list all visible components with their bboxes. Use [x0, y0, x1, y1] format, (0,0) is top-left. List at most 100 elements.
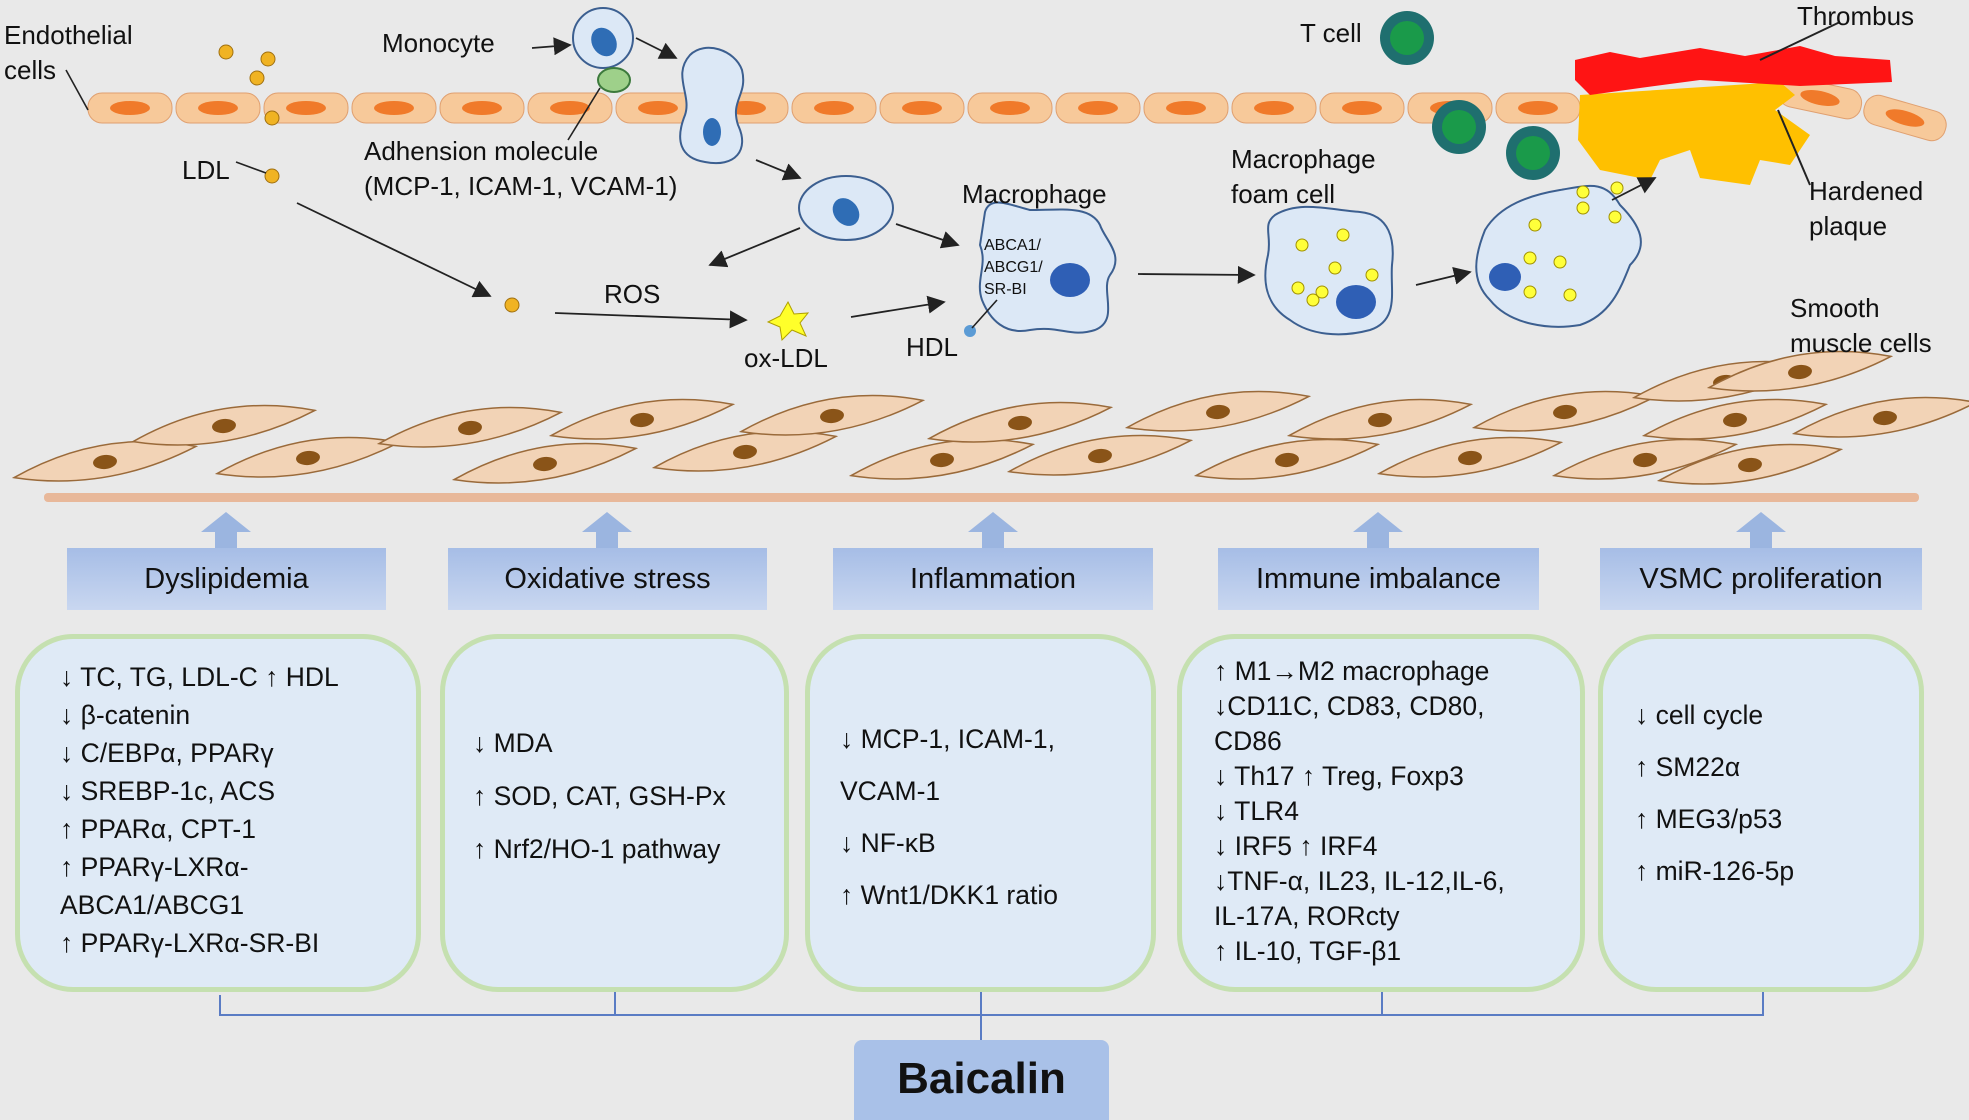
smooth-muscle-cell — [214, 436, 402, 478]
connector-line — [219, 1014, 1764, 1016]
label-foam-cell-1: Macrophage — [1231, 144, 1376, 174]
process-arrows — [296, 37, 1657, 329]
endothelial-cell — [527, 92, 613, 124]
connector-stem — [980, 992, 982, 1040]
effect-item: VCAM-1 — [840, 776, 941, 806]
smooth-muscle-cell — [926, 401, 1114, 443]
up-arrow-icon — [201, 512, 251, 548]
smooth-muscle-cell — [451, 442, 639, 484]
endothelial-cell — [1143, 92, 1229, 124]
smooth-muscle-cell — [376, 406, 564, 448]
label-macrophage: Macrophage — [962, 179, 1107, 209]
smooth-muscle-cell — [1286, 398, 1474, 440]
label-monocyte: Monocyte — [382, 28, 495, 58]
smooth-muscle-cell — [1471, 390, 1659, 432]
foam-cell-icon — [1264, 181, 1642, 336]
smooth-muscle-cell — [1656, 443, 1844, 485]
connector-tick — [1762, 992, 1764, 1015]
category-effects-box: ↓ cell cycle ↑ SM22α ↑ MEG3/p53 ↑ miR-126-5… — [1598, 634, 1924, 992]
category-effects-box: ↓ TC, TG, LDL-C ↑ HDL↓ β-catenin↓ C/EBPα… — [15, 634, 421, 992]
effect-item: ↑ PPARγ-LXRα- — [60, 852, 249, 882]
smooth-muscle-cell — [11, 440, 199, 482]
effect-item: ↓ MDA — [473, 727, 553, 758]
label-receptor-1: ABCA1/ — [984, 237, 1041, 254]
effect-item: ↑ PPARα, CPT-1 — [60, 814, 256, 844]
effect-item: CD86 — [1214, 725, 1282, 756]
effect-item: ↓ C/EBPα, PPARγ — [60, 738, 274, 768]
label-hardened: Hardened — [1809, 176, 1923, 206]
up-arrow-icon — [1353, 512, 1403, 548]
label-muscle-cells: muscle cells — [1790, 328, 1932, 358]
category-effects-box: ↓ MDA↑ SOD, CAT, GSH-Px↑ Nrf2/HO-1 pathw… — [440, 634, 789, 992]
up-arrow-icon — [582, 512, 632, 548]
up-arrows — [201, 512, 1786, 548]
effect-item: ↑ Wnt1/DKK1 ratio — [840, 880, 1058, 910]
label-receptor-2: ABCG1/ — [984, 259, 1043, 276]
label-endothelial-1: Endothelial — [4, 20, 133, 50]
effect-item: ↑ Nrf2/HO-1 pathway — [473, 833, 721, 864]
t-cell-icon — [1432, 100, 1486, 154]
effect-item: ↓ β-catenin — [60, 700, 191, 730]
endothelial-cell — [351, 92, 437, 124]
endothelial-cell — [87, 92, 173, 124]
connector-tick — [1381, 992, 1383, 1015]
effect-item: ↓ cell cycle — [1635, 700, 1764, 730]
category-effects-box: ↑ M1→M2 macrophage↓CD11C, CD83, CD80,CD8… — [1177, 634, 1585, 992]
label-thrombus: Thrombus — [1797, 1, 1914, 31]
label-endothelial-2: cells — [4, 55, 56, 85]
smooth-muscle-cell — [848, 438, 1036, 480]
smooth-muscle-cell — [1791, 396, 1969, 438]
basement-membrane — [44, 493, 1919, 502]
baicalin-label: Baicalin — [854, 1040, 1109, 1120]
effect-item: ↑ SM22α — [1635, 752, 1741, 782]
category-header: Oxidative stress — [448, 548, 767, 610]
label-receptor-3: SR-BI — [984, 281, 1027, 298]
endothelial-cell — [1863, 94, 1947, 142]
effect-item: ↓ SREBP-1c, ACS — [60, 776, 276, 806]
smooth-muscle-cell — [651, 430, 839, 472]
label-ros: ROS — [604, 279, 660, 309]
category-header: Inflammation — [833, 548, 1153, 610]
effect-item: ↑ PPARγ-LXRα-SR-BI — [60, 928, 320, 958]
connector-tick — [614, 992, 616, 1015]
effect-item: ↑ MEG3/p53 — [1635, 804, 1783, 834]
label-adhesion-molecules: (MCP-1, ICAM-1, VCAM-1) — [364, 171, 677, 201]
endothelial-cell — [175, 92, 261, 124]
smooth-muscle-cell — [1193, 438, 1381, 480]
category-effects-box: ↓ MCP-1, ICAM-1,VCAM-1↓ NF-κB↑ Wnt1/DKK1… — [805, 634, 1156, 992]
effect-item: ↓ NF-κB — [840, 828, 936, 858]
up-arrow-icon — [1736, 512, 1786, 548]
hdl-icon — [964, 325, 976, 337]
smooth-muscle-cell — [1641, 398, 1829, 440]
label-ox-ldl: ox-LDL — [744, 343, 828, 373]
effect-item: IL-17A, RORcty — [1214, 900, 1400, 931]
hardened-plaque — [1578, 82, 1810, 185]
label-ldl: LDL — [182, 155, 230, 185]
smooth-muscle-cell — [1551, 438, 1739, 480]
endothelial-cell — [1319, 92, 1405, 124]
ldl-particles — [218, 44, 520, 313]
effect-item: ↑ miR-126-5p — [1635, 856, 1795, 886]
smooth-muscle-cell — [1376, 436, 1564, 478]
label-adhesion: Adhension molecule — [364, 136, 598, 166]
endothelial-cell — [791, 92, 877, 124]
t-cell-icon — [1380, 11, 1434, 65]
smooth-muscle-cell — [1124, 390, 1312, 432]
thrombus — [1575, 46, 1892, 95]
smooth-muscle-cell — [738, 394, 926, 436]
effect-item: ↓CD11C, CD83, CD80, — [1214, 690, 1485, 721]
label-t-cell: T cell — [1300, 18, 1362, 48]
effect-item: ↓ Th17 ↑ Treg, Foxp3 — [1214, 760, 1464, 791]
endothelial-cell — [263, 92, 349, 124]
smooth-muscle-cell — [1706, 350, 1894, 392]
up-arrow-icon — [968, 512, 1018, 548]
effect-item: ABCA1/ABCG1 — [60, 890, 245, 920]
label-plaque: plaque — [1809, 211, 1887, 241]
smooth-muscle-layer — [11, 350, 1969, 485]
macrophage-icon — [978, 201, 1117, 334]
effect-item: ↑ IL-10, TGF-β1 — [1214, 935, 1402, 966]
endothelial-cell — [439, 92, 525, 124]
monocyte-icon — [572, 7, 894, 241]
smooth-muscle-cell — [130, 404, 318, 446]
